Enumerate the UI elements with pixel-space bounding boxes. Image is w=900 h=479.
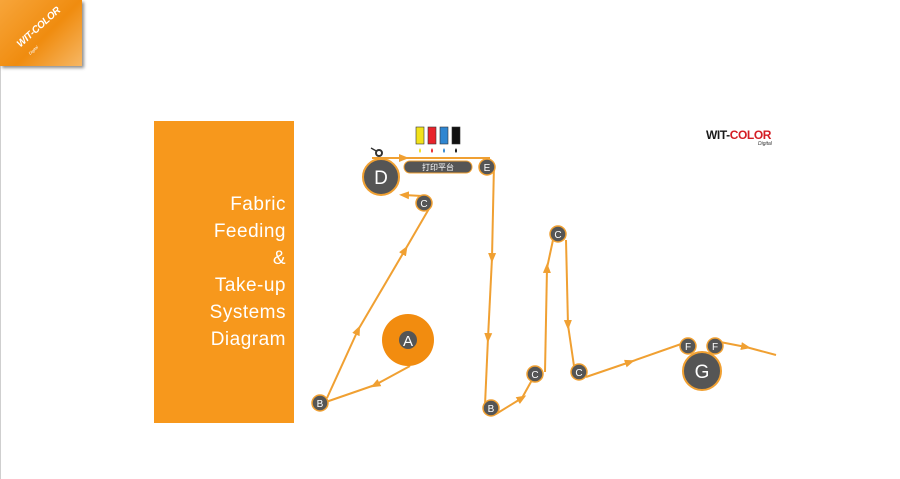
ink-cartridge-yellow [415,126,425,145]
node-a-label: A [403,333,413,350]
node-c-top-label: C [554,230,561,241]
path-segment-e-down-lower [484,337,489,406]
node-d: D [362,158,400,196]
left-border-line [0,0,1,479]
path-segment-c-up [542,263,551,373]
node-c-right: C [570,363,588,381]
node-b-left: B [311,394,329,412]
node-f-right-label: F [712,342,718,353]
node-a: A [382,314,434,366]
diagram-title: Fabric Feeding & Take-up Systems Diagram [209,194,286,350]
brand-logo-subtext: Digital [758,141,772,147]
ink-drop-blue-icon [443,148,445,153]
tension-roller-icon [370,147,383,157]
path-segment-c-to-f-tail [629,342,685,363]
ink-cartridge-black [451,126,461,145]
ink-cartridge-blue [439,126,449,145]
path-segment-c-down-tail [567,324,575,367]
node-c-upper-left: C [415,194,433,212]
path-segment-b-to-c-lower [326,325,361,399]
node-b-bottom: B [482,399,500,417]
print-platform: 打印平台 [403,160,473,174]
title-panel: Fabric Feeding & Take-up Systems Diagram [154,121,294,423]
path-segment-e-down-mid [484,257,493,343]
path-segment-e-down-upper [488,163,497,263]
node-c-upper-left-label: C [420,199,427,210]
corner-logo: WIT-COLOR Digital [0,0,82,66]
node-b-bottom-label: B [488,404,495,415]
node-d-label: D [374,168,388,189]
node-e-label: E [484,163,491,174]
node-g: G [682,351,722,391]
node-f-left-label: F [685,342,691,353]
path-segment-a-to-b [370,365,411,388]
path-segment-c-to-f [585,359,635,378]
path-segment-c-up-tail [546,239,554,269]
path-segment-b2-to-c [495,395,527,415]
ink-cartridges [415,126,461,153]
node-b-left-label: B [317,399,324,410]
node-c-lower: C [526,365,544,383]
node-f-left: F [679,337,697,355]
node-c-top: C [549,225,567,243]
brand-logo: WIT-COLOR Digital [706,128,786,150]
ink-drop-yellow-icon [419,148,421,153]
node-c-right-label: C [575,368,582,379]
path-segment-f-out-tail [745,346,777,356]
node-g-label: G [695,362,710,383]
path-segment-b-to-c-mid [357,245,408,331]
node-f-right: F [706,337,724,355]
brand-logo-text: WIT-COLOR [706,128,771,142]
brand-logo-color-part: COLOR [729,128,772,142]
path-segment-b2-to-c-tail [521,379,533,399]
node-e: E [478,158,496,176]
ink-drop-red-icon [431,148,433,153]
ink-drop-black-icon [455,148,457,153]
path-segment-a-to-b-tail [322,384,376,404]
path-segment-b-to-c-upper [404,206,431,251]
path-segment-c-down [563,239,572,330]
print-platform-label: 打印平台 [422,162,454,172]
path-segment-f-out [719,341,751,350]
brand-logo-main-part: WIT- [706,128,730,142]
fabric-path [322,154,777,415]
ink-cartridge-red [427,126,437,145]
node-c-lower-label: C [531,370,538,381]
